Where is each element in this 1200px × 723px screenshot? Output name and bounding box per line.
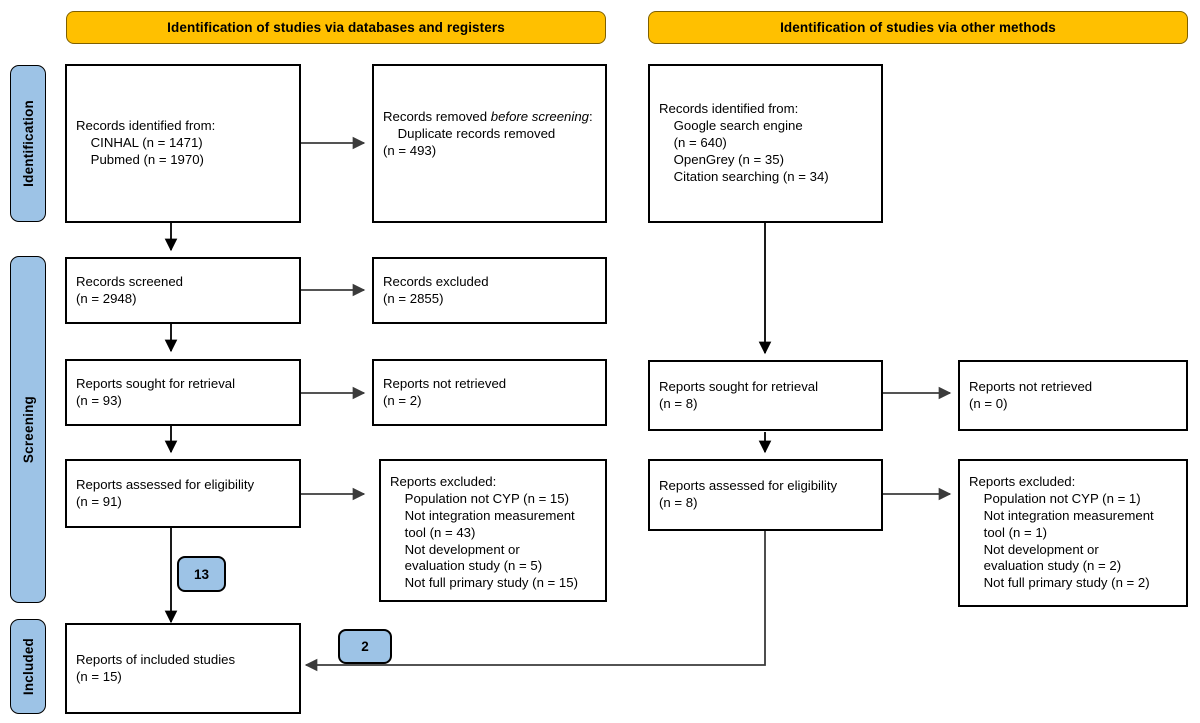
box-reports-of-included-studies-text: Reports of included studies (n = 15) [76,651,236,684]
column-header-databases-label: Identification of studies via databases … [167,20,505,35]
box-records-identified-other-methods-text: Records identified from: Google search e… [659,101,829,184]
box-reports-excluded-other-methods-text: Reports excluded: Population not CYP (n … [969,474,1154,591]
stage-pill-screening: Screening [10,256,46,603]
box-reports-excluded-databases: Reports excluded: Population not CYP (n … [379,459,607,602]
box-records-excluded-text: Records excluded (n = 2855) [383,273,489,306]
stage-pill-identification: Identification [10,65,46,222]
box-records-identified-databases-text: Records identified from: CINHAL (n = 147… [76,118,216,167]
column-header-other-methods-label: Identification of studies via other meth… [780,20,1056,35]
stage-label-identification: Identification [20,100,36,187]
box-records-removed-text: Records removed before screening: Duplic… [383,109,593,160]
box-reports-excluded-other-methods: Reports excluded: Population not CYP (n … [958,459,1188,607]
box-records-screened-text: Records screened (n = 2948) [76,273,184,306]
box-records-removed-before-screening: Records removed before screening: Duplic… [372,64,607,223]
box-reports-excluded-databases-text: Reports excluded: Population not CYP (n … [390,474,578,591]
badge-count-from-other-methods: 2 [338,629,392,664]
badge-count-from-other-methods-label: 2 [361,639,369,654]
box-reports-not-retrieved-other-methods: Reports not retrieved (n = 0) [958,360,1188,431]
badge-count-from-databases-label: 13 [193,566,210,582]
box-reports-assessed-databases-text: Reports assessed for eligibility (n = 91… [76,476,255,509]
stage-pill-included: Included [10,619,46,714]
column-header-databases: Identification of studies via databases … [66,11,606,44]
box-reports-sought-databases-text: Reports sought for retrieval (n = 93) [76,375,236,408]
box-reports-of-included-studies: Reports of included studies (n = 15) [65,623,301,714]
box-reports-assessed-other-methods-text: Reports assessed for eligibility (n = 8) [659,478,838,510]
box-reports-sought-other-methods: Reports sought for retrieval (n = 8) [648,360,883,431]
box-reports-not-retrieved-databases-text: Reports not retrieved (n = 2) [383,375,507,408]
badge-count-from-databases: 13 [177,556,226,592]
box-reports-sought-other-methods-text: Reports sought for retrieval (n = 8) [659,378,819,411]
removed-suffix: : Duplicate records removed (n = 493) [383,109,593,158]
box-reports-assessed-databases: Reports assessed for eligibility (n = 91… [65,459,301,528]
box-reports-assessed-other-methods: Reports assessed for eligibility (n = 8) [648,459,883,531]
box-reports-sought-databases: Reports sought for retrieval (n = 93) [65,359,301,426]
box-reports-not-retrieved-databases: Reports not retrieved (n = 2) [372,359,607,426]
box-records-excluded: Records excluded (n = 2855) [372,257,607,324]
box-records-identified-databases: Records identified from: CINHAL (n = 147… [65,64,301,223]
box-records-screened: Records screened (n = 2948) [65,257,301,324]
stage-label-included: Included [20,637,36,696]
box-records-identified-other-methods: Records identified from: Google search e… [648,64,883,223]
column-header-other-methods: Identification of studies via other meth… [648,11,1188,44]
removed-prefix: Records removed [383,109,491,124]
stage-label-screening: Screening [20,395,36,464]
removed-italic: before screening [490,109,589,124]
box-reports-not-retrieved-other-methods-text: Reports not retrieved (n = 0) [969,378,1093,411]
